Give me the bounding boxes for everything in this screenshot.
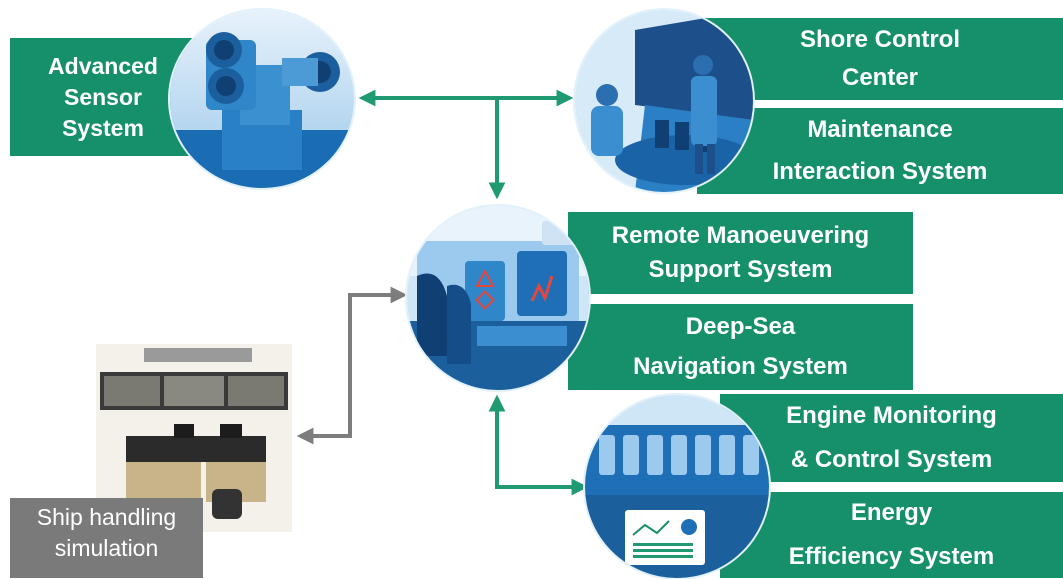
shore-title-line2: Center xyxy=(841,64,919,91)
remote-manoeuvering-label: Remote Manoeuvering Support System xyxy=(568,212,913,294)
deep-sea-navigation-label: Deep-Sea Navigation System xyxy=(568,304,913,390)
simulation-line2: simulation xyxy=(54,535,159,561)
sensor-label-line3: System xyxy=(62,114,144,141)
shore-title-line1: Shore Control xyxy=(800,26,960,53)
engine-sub-line1: Energy xyxy=(850,499,933,526)
remote-sub-line1: Deep-Sea xyxy=(685,313,796,340)
engine-sub-line2: Efficiency System xyxy=(788,543,995,570)
engine-title-line1: Engine Monitoring xyxy=(786,402,997,429)
energy-efficiency-label: Energy Efficiency System xyxy=(720,492,1063,578)
ship-handling-simulation-label: Ship handling simulation xyxy=(10,498,203,578)
remote-title-line1: Remote Manoeuvering xyxy=(611,222,870,249)
sensor-label-line2: Sensor xyxy=(64,83,142,110)
maintenance-interaction-label: Maintenance Interaction System xyxy=(697,108,1063,194)
engine-monitoring-label: Engine Monitoring & Control System xyxy=(720,394,1063,482)
arrow-remote-engine xyxy=(488,394,589,496)
shore-control-label: Shore Control Center xyxy=(697,18,1063,100)
engine-icon xyxy=(585,395,769,578)
simulation-line1: Ship handling xyxy=(36,504,177,530)
shore-sub-line1: Maintenance xyxy=(807,116,953,143)
sensor-label-line1: Advanced xyxy=(48,52,158,79)
engine-title-line2: & Control System xyxy=(790,446,993,473)
arrow-simulation-remote xyxy=(296,286,408,445)
sensor-system-label: Advanced Sensor System xyxy=(10,38,196,156)
ship-bridge-icon xyxy=(407,206,589,390)
remote-title-line2: Support System xyxy=(648,256,833,283)
control-room-icon xyxy=(575,10,753,192)
sensor-camera-icon xyxy=(170,10,354,188)
shore-sub-line2: Interaction System xyxy=(772,158,988,185)
remote-sub-line2: Navigation System xyxy=(633,353,848,380)
